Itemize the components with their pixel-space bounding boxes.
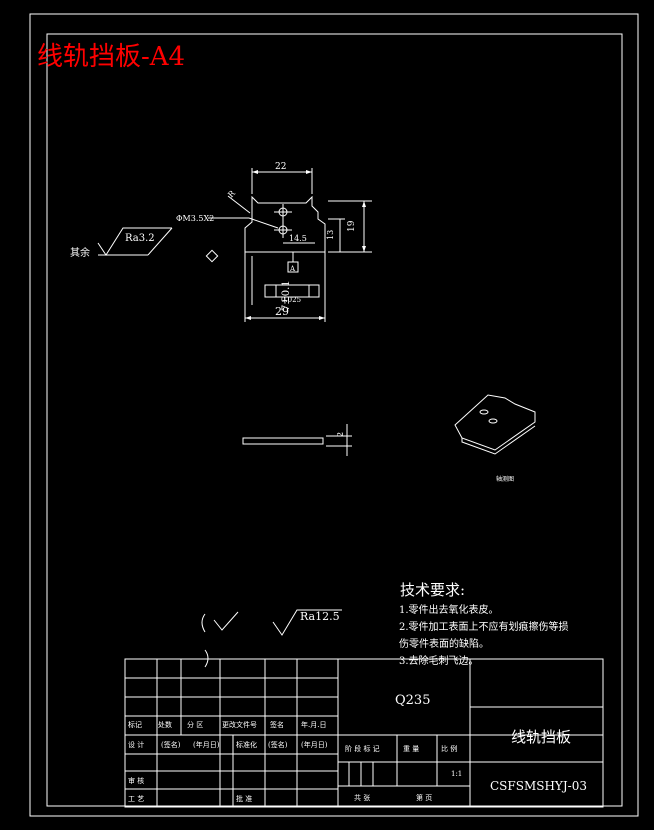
- requirement-2b: 伤零件表面的缺陷。: [399, 637, 489, 650]
- roughness-rest-label: 其余: [70, 246, 90, 259]
- roughness-main: Ra3.2: [125, 233, 155, 244]
- inner-border: [46, 33, 623, 807]
- dim-tolerance-height: 7±0.1: [281, 280, 292, 311]
- scale: 1:1: [451, 770, 462, 778]
- process: 工 艺: [128, 795, 144, 803]
- requirement-1: 1.零件出去氧化表皮。: [399, 603, 499, 616]
- requirement-3: 3.去除毛刺飞边。: [399, 654, 479, 667]
- drawing-title: 线轨挡板-A4: [37, 42, 185, 72]
- title-block: Q235 线轨挡板 CSFSMSHYJ-03 1:1 标记 处数 分 区 更改文…: [124, 658, 604, 808]
- front-view: 22 ΦM3.5X2 R 19 13 14.5 A 0.025 7±0.1: [70, 162, 372, 322]
- roughness-side: Ra12.5: [300, 610, 340, 623]
- dim-top-width: 22: [275, 162, 286, 172]
- row-date: 年.月.日: [301, 720, 326, 729]
- row-zone: 分 区: [187, 720, 203, 729]
- total-sheets: 共 张: [354, 793, 370, 802]
- flatness-frame: [264, 284, 320, 298]
- part-name: 线轨挡板: [511, 728, 571, 746]
- approve: 批 准: [236, 794, 252, 803]
- dim-radius: R: [226, 188, 237, 199]
- flatness-value: 0.025: [281, 296, 301, 304]
- dim-hole-offset: 14.5: [289, 234, 307, 243]
- dim-thickness: 2: [336, 432, 345, 437]
- paren-open: [201, 613, 206, 633]
- dim-hole-spec: ΦM3.5X2: [176, 214, 214, 223]
- roughness-symbol-main: [97, 227, 172, 256]
- roughness-notes: Ra12.5: [201, 609, 342, 668]
- drawing-number: CSFSMSHYJ-03: [490, 779, 587, 793]
- dim-step-height: 13: [326, 230, 335, 240]
- standard-sign: (签名): [268, 740, 288, 749]
- standard-date: (年月日): [301, 740, 328, 749]
- paren-close: [204, 649, 209, 668]
- design-date: (年月日): [193, 740, 220, 749]
- requirements-heading: 技术要求:: [400, 581, 465, 599]
- isometric-view: 轴测图: [454, 394, 536, 483]
- technical-requirements: 技术要求: 1.零件出去氧化表皮。 2.零件加工表面上不应有划痕擦伤等损 伤零件…: [399, 581, 569, 667]
- dim-right-height: 19: [347, 220, 357, 232]
- outer-border: [29, 13, 639, 817]
- row-sign: 签名: [270, 720, 284, 729]
- review: 审 核: [128, 776, 144, 785]
- side-view-plate: [242, 437, 324, 445]
- row-mark: 标记: [128, 720, 142, 729]
- roughness-check-symbol: [213, 611, 239, 631]
- dim-bottom-width: 29: [275, 305, 289, 318]
- sheet-number: 第 页: [416, 793, 432, 802]
- part-outline: [244, 195, 326, 253]
- weight: 重 量: [403, 745, 419, 753]
- row-doc: 更改文件号: [222, 720, 257, 729]
- requirement-2a: 2.零件加工表面上不应有划痕擦伤等损: [399, 620, 569, 633]
- ratio: 比 例: [441, 744, 457, 753]
- stage-mark: 阶 段 标 记: [345, 744, 380, 753]
- side-view: 2: [242, 424, 352, 456]
- iso-part-outline: [454, 394, 536, 451]
- design-sign: (签名): [161, 740, 181, 749]
- standard: 标准化: [236, 740, 257, 749]
- material: Q235: [395, 693, 430, 708]
- design: 设 计: [128, 740, 144, 749]
- datum-label: A: [289, 265, 296, 273]
- roughness-symbol-side: [272, 609, 342, 636]
- iso-caption: 轴测图: [496, 475, 514, 483]
- row-count: 处数: [158, 720, 172, 729]
